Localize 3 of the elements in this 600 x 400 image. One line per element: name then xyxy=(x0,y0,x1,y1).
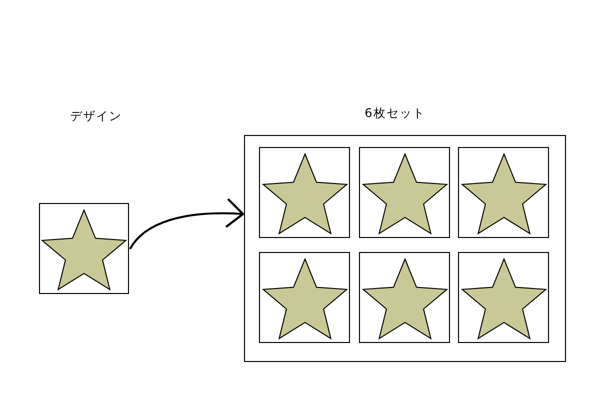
heading: デザイン xyxy=(70,109,122,123)
heading: 6枚セット xyxy=(364,106,426,120)
arrow xyxy=(129,198,244,250)
